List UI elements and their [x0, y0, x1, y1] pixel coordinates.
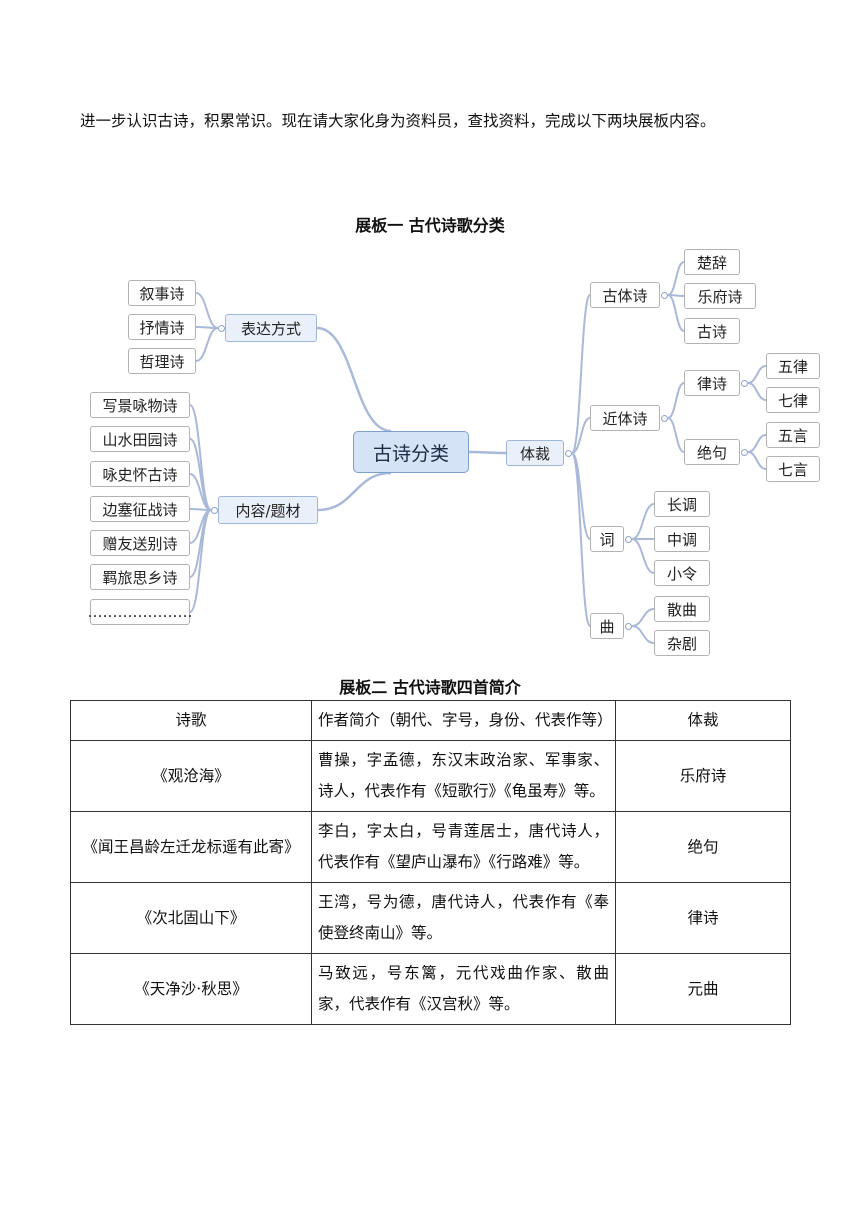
mind-map: 古诗分类 表达方式 叙事诗抒情诗哲理诗内容/题材 写景咏物诗山水田园诗咏史怀古诗边塞征… — [0, 240, 860, 670]
connector-line — [195, 327, 219, 362]
connector-line — [667, 417, 685, 453]
connector-line — [195, 326, 219, 329]
collapse-dot-icon — [624, 622, 632, 630]
connector-line — [195, 292, 219, 329]
leaf-node: 抒情诗 — [128, 314, 196, 340]
leaf-node: 羁旅思乡诗 — [90, 564, 190, 590]
collapse-dot-icon — [660, 414, 668, 422]
header-genre: 体裁 — [615, 700, 791, 741]
collapse-dot-icon — [217, 324, 225, 332]
leaf-node: 哲理诗 — [128, 348, 196, 374]
header-author: 作者简介（朝代、字号，身份、代表作等） — [311, 700, 616, 741]
connector-line — [189, 508, 212, 511]
leaf-node: 散曲 — [654, 596, 710, 622]
sub-genre-node: 绝句 — [684, 439, 740, 465]
leaf-node: 楚辞 — [684, 249, 740, 275]
table-row: 《次北固山下》王湾，号为德，唐代诗人，代表作有《奉使登终南山》等。律诗 — [70, 882, 791, 954]
table-header-row: 诗歌 作者简介（朝代、字号，身份、代表作等） 体裁 — [70, 700, 791, 741]
genre-node: 词 — [590, 526, 624, 552]
author-cell: 李白，字太白，号青莲居士，唐代诗人，代表作有《望庐山瀑布》《行路难》等。 — [311, 811, 616, 883]
collapse-dot-icon — [740, 379, 748, 387]
connector-line — [747, 365, 767, 384]
collapse-dot-icon — [564, 449, 572, 457]
intro-paragraph: 进一步认识古诗，积累常识。现在请大家化身为资料员，查找资料，完成以下两块展板内容… — [80, 112, 716, 130]
genre-cell: 律诗 — [615, 882, 791, 954]
board1-title: 展板一 古代诗歌分类 — [355, 216, 505, 235]
genre-node: 古体诗 — [590, 282, 660, 308]
poem-cell: 《闻王昌龄左迁龙标遥有此寄》 — [70, 811, 312, 883]
branch-genre: 体裁 — [506, 440, 564, 466]
leaf-node: 叙事诗 — [128, 280, 196, 306]
connector-line — [667, 382, 685, 419]
collapse-dot-icon — [660, 291, 668, 299]
leaf-node: 长调 — [654, 491, 710, 517]
leaf-node: 七律 — [766, 387, 820, 413]
table-row: 《观沧海》曹操，字孟德，东汉末政治家、军事家、诗人，代表作有《短歌行》《龟虽寿》… — [70, 740, 791, 812]
leaf-node: 五言 — [766, 422, 820, 448]
leaf-node: 边塞征战诗 — [90, 496, 190, 522]
connector-line — [631, 625, 655, 644]
connector-line — [667, 261, 685, 296]
connector-line — [317, 471, 392, 512]
leaf-node: 七言 — [766, 456, 820, 482]
author-cell: 曹操，字孟德，东汉末政治家、军事家、诗人，代表作有《短歌行》《龟虽寿》等。 — [311, 740, 616, 812]
connector-line — [316, 326, 392, 433]
poem-cell: 《次北固山下》 — [70, 882, 312, 954]
connector-line — [571, 294, 591, 454]
table-row: 《闻王昌龄左迁龙标遥有此寄》李白，字太白，号青莲居士，唐代诗人，代表作有《望庐山… — [70, 811, 791, 883]
header-poem: 诗歌 — [70, 700, 312, 741]
mind-map-connectors — [189, 261, 767, 644]
genre-cell: 乐府诗 — [615, 740, 791, 812]
connector-line — [468, 450, 507, 455]
leaf-node: 小令 — [654, 560, 710, 586]
collapse-dot-icon — [624, 535, 632, 543]
poem-cell: 《观沧海》 — [70, 740, 312, 812]
connector-line — [747, 451, 767, 470]
connector-line — [667, 294, 685, 332]
board2-title: 展板二 古代诗歌四首简介 — [339, 678, 521, 697]
genre-node: 近体诗 — [590, 405, 660, 431]
branch-content: 内容/题材 — [218, 496, 318, 524]
connector-line — [631, 503, 655, 540]
poem-cell: 《天净沙·秋思》 — [70, 953, 312, 1025]
leaf-node: 赠友送别诗 — [90, 530, 190, 556]
leaf-node: 写景咏物诗 — [90, 392, 190, 418]
author-cell: 马致远，号东篱，元代戏曲作家、散曲家，代表作有《汉宫秋》等。 — [311, 953, 616, 1025]
leaf-node: 咏史怀古诗 — [90, 461, 190, 487]
genre-cell: 绝句 — [615, 811, 791, 883]
branch-expression: 表达方式 — [225, 314, 317, 342]
sub-genre-node: 律诗 — [684, 370, 740, 396]
collapse-dot-icon — [740, 448, 748, 456]
connector-line — [747, 434, 767, 453]
leaf-node: ………………… — [88, 599, 193, 625]
leaf-node: 乐府诗 — [684, 283, 756, 309]
connector-line — [571, 452, 591, 627]
leaf-node: 杂剧 — [654, 630, 710, 656]
connector-line — [189, 473, 212, 511]
leaf-node: 山水田园诗 — [90, 426, 190, 452]
genre-cell: 元曲 — [615, 953, 791, 1025]
leaf-node: 中调 — [654, 526, 710, 552]
poem-table-body: 诗歌 作者简介（朝代、字号，身份、代表作等） 体裁 《观沧海》曹操，字孟德，东汉… — [70, 700, 791, 1025]
connector-line — [189, 509, 212, 613]
connector-line — [571, 417, 591, 454]
author-cell: 王湾，号为德，唐代诗人，代表作有《奉使登终南山》等。 — [311, 882, 616, 954]
collapse-dot-icon — [210, 506, 218, 514]
leaf-node: 五律 — [766, 353, 820, 379]
leaf-node: 古诗 — [684, 318, 740, 344]
connector-line — [631, 538, 655, 574]
root-node: 古诗分类 — [353, 431, 469, 473]
connector-line — [747, 382, 767, 401]
poem-table: 诗歌 作者简介（朝代、字号，身份、代表作等） 体裁 《观沧海》曹操，字孟德，东汉… — [70, 700, 791, 1025]
genre-node: 曲 — [590, 613, 624, 639]
connector-line — [631, 608, 655, 627]
table-row: 《天净沙·秋思》马致远，号东篱，元代戏曲作家、散曲家，代表作有《汉宫秋》等。元曲 — [70, 953, 791, 1025]
